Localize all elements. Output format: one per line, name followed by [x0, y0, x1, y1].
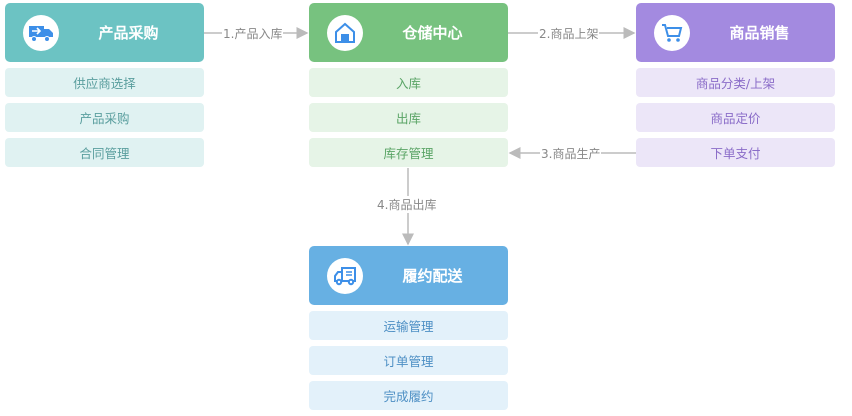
- list-item[interactable]: 下单支付: [636, 138, 835, 167]
- group-title: 履约配送: [402, 267, 463, 285]
- group-header[interactable]: 商品销售: [636, 3, 835, 62]
- group-title: 商品销售: [729, 24, 790, 42]
- group-warehouse: 仓储中心 入库 出库 库存管理: [309, 3, 508, 167]
- group-header[interactable]: 仓储中心: [309, 3, 508, 62]
- shopping-cart-icon: [654, 15, 690, 51]
- truck-arrow-icon: [23, 15, 59, 51]
- list-item[interactable]: 运输管理: [309, 311, 508, 340]
- group-title: 仓储中心: [402, 24, 463, 42]
- list-item[interactable]: 出库: [309, 103, 508, 132]
- edge-label-3: 3.商品生产: [540, 145, 602, 162]
- list-item[interactable]: 供应商选择: [5, 68, 204, 97]
- list-item[interactable]: 库存管理: [309, 138, 508, 167]
- warehouse-icon: [327, 15, 363, 51]
- group-header[interactable]: 产品采购: [5, 3, 204, 62]
- edge-label-2: 2.商品上架: [538, 25, 600, 42]
- group-header[interactable]: 履约配送: [309, 246, 508, 305]
- edge-label-1: 1.产品入库: [222, 25, 284, 42]
- delivery-truck-icon: [327, 258, 363, 294]
- list-item[interactable]: 商品定价: [636, 103, 835, 132]
- list-item[interactable]: 合同管理: [5, 138, 204, 167]
- list-item[interactable]: 入库: [309, 68, 508, 97]
- group-delivery: 履约配送 运输管理 订单管理 完成履约: [309, 246, 508, 410]
- group-sales: 商品销售 商品分类/上架 商品定价 下单支付: [636, 3, 835, 167]
- group-title: 产品采购: [98, 24, 159, 42]
- list-item[interactable]: 完成履约: [309, 381, 508, 410]
- group-procurement: 产品采购 供应商选择 产品采购 合同管理: [5, 3, 204, 167]
- list-item[interactable]: 产品采购: [5, 103, 204, 132]
- list-item[interactable]: 商品分类/上架: [636, 68, 835, 97]
- list-item[interactable]: 订单管理: [309, 346, 508, 375]
- edge-label-4: 4.商品出库: [376, 196, 438, 213]
